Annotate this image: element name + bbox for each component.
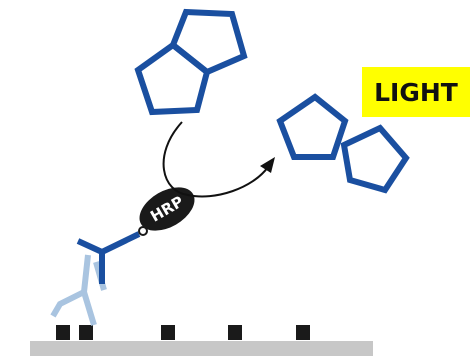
surface-bar — [30, 341, 373, 356]
hrp-enzyme: HRP — [139, 187, 195, 231]
product-pentagon-right — [340, 124, 410, 194]
antigen-dot — [296, 325, 310, 340]
antigen-dot — [79, 325, 93, 340]
light-background — [362, 67, 470, 117]
enzyme-linker — [138, 226, 148, 236]
substrate-molecule — [134, 8, 248, 116]
light-badge: LIGHT — [362, 67, 470, 117]
antigen-dot — [56, 325, 70, 340]
substrate-ring-bottom — [134, 41, 211, 116]
primary-antibody — [50, 254, 107, 326]
product-molecules — [276, 93, 410, 194]
antigen-dot — [161, 325, 175, 340]
substrate-ring-top — [169, 8, 248, 76]
arrowhead — [260, 157, 275, 173]
hrp-ellipse — [139, 187, 195, 231]
light-label: LIGHT — [374, 78, 458, 107]
antigen-dot — [228, 325, 242, 340]
reaction-arrow — [162, 121, 269, 198]
antigen-group — [56, 325, 310, 340]
product-pentagon-left — [276, 93, 349, 160]
secondary-antibody — [76, 231, 141, 284]
